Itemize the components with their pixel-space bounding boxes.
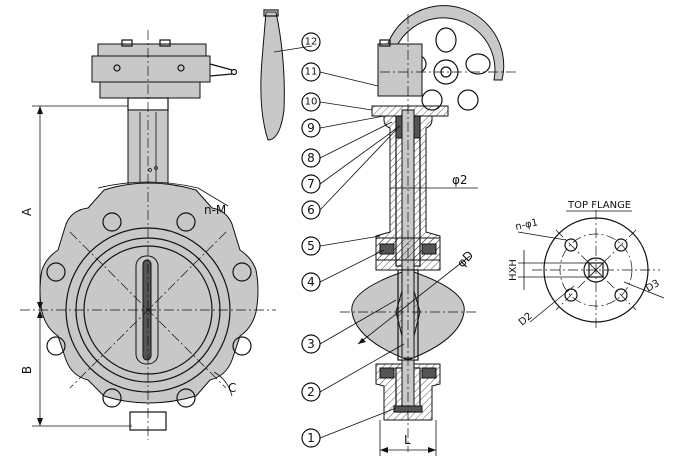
- dim-nM: n-M: [204, 203, 226, 217]
- balloon-3: [301, 334, 321, 354]
- front-view: A B n-M C: [20, 9, 285, 440]
- balloon-2-label: 2: [307, 385, 315, 399]
- balloon-11-label: 11: [305, 67, 318, 78]
- gearbox-body: [91, 55, 211, 83]
- balloon-6-label: 6: [307, 203, 315, 217]
- balloon-5: [301, 236, 321, 256]
- dim-phiD: φD: [454, 248, 476, 270]
- balloon-12-label: 12: [305, 37, 318, 48]
- dim-B: B: [20, 366, 34, 374]
- balloon-9-label: 9: [307, 121, 315, 135]
- handwheel: [383, 5, 505, 97]
- balloon-2: [301, 382, 321, 402]
- dim-HxH: HXH: [508, 259, 519, 281]
- balloon-7-label: 7: [307, 177, 315, 191]
- balloon-10-label: 10: [305, 97, 318, 108]
- balloon-1-label: 1: [307, 431, 315, 445]
- balloon-12: [301, 32, 321, 52]
- dim-nPhi1: n-φ1: [514, 217, 539, 233]
- handwheel-side: [260, 11, 285, 141]
- part-balloons: 1 2 3 4 5 6 7 8 9 10 11 12: [273, 32, 405, 448]
- top-flange-title: TOP FLANGE: [567, 200, 631, 211]
- balloon-3-label: 3: [307, 337, 315, 351]
- balloon-5-label: 5: [307, 239, 315, 253]
- balloon-1: [301, 428, 321, 448]
- balloon-7: [301, 174, 321, 194]
- dim-L: L: [404, 433, 411, 447]
- balloon-4-label: 4: [307, 275, 315, 289]
- top-flange-view: TOP FLANGE HXH n-φ1 D2 D3: [508, 200, 665, 330]
- dim-phi2: φ2: [452, 173, 468, 187]
- section-view: φ2 φD L: [340, 5, 516, 456]
- balloon-8-label: 8: [307, 151, 315, 165]
- balloon-9: [301, 118, 321, 138]
- balloon-6: [301, 200, 321, 220]
- dim-A: A: [20, 207, 34, 216]
- dim-C: C: [228, 381, 236, 395]
- dim-D2: D2: [517, 311, 535, 328]
- balloon-11: [301, 62, 321, 82]
- balloon-10: [301, 92, 321, 112]
- balloon-8: [301, 148, 321, 168]
- balloon-4: [301, 272, 321, 292]
